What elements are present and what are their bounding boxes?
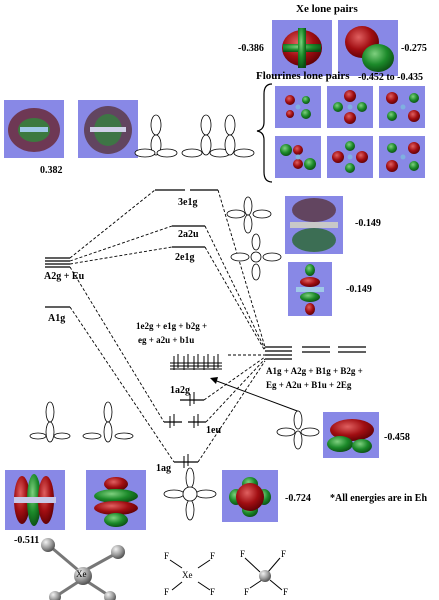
right-irrep-line2: Eg + A2u + B1u + 2Eg	[266, 380, 352, 390]
p-orbital-schematic-right	[226, 196, 282, 281]
orbital-plot-0511	[5, 470, 65, 530]
f-atom-label-8: F	[283, 587, 289, 597]
center-irrep-line2: eg + a2u + b1u	[138, 335, 195, 345]
homo-minus-orbital-plots	[285, 196, 343, 316]
energy-0458: -0.458	[384, 432, 410, 443]
center-irrep-line1: 1e2g + e1g + b2g +	[136, 321, 208, 331]
xe-lone-pair-orbital-1	[272, 20, 332, 76]
f-atom-label-7: F	[244, 587, 250, 597]
f-atom-label-6: F	[281, 549, 287, 559]
p-orbital-schematic-bottom	[29, 401, 217, 521]
energy-0511: -0.511	[14, 535, 40, 546]
energy-0149-bottom: -0.149	[346, 284, 372, 295]
left-group-a2g-eu: A2g + Eu	[44, 271, 85, 282]
f-atom-label-5: F	[240, 549, 246, 559]
lumo-orbital-plots	[4, 100, 138, 158]
lone-pair-brace	[256, 83, 273, 183]
right-irrep-line1: A1g + A2g + B1g + B2g +	[266, 366, 363, 376]
level-1a2g: 1a2g	[170, 385, 190, 396]
f-lp-range: -0.452 to -0.435	[358, 72, 423, 83]
energy-0149-top: -0.149	[355, 218, 381, 229]
f-atom-label-2: F	[210, 551, 216, 561]
xe-lone-pair-orbital-2	[338, 20, 398, 76]
xe-atom-label-2: Xe	[182, 570, 193, 580]
fluorine-lone-pair-orbitals	[275, 86, 425, 178]
level-2e1g: 2e1g	[175, 252, 195, 263]
energy-0724: -0.724	[285, 493, 311, 504]
orbital-plot-0458	[323, 412, 379, 458]
xe-lp-energy-left: -0.386	[238, 43, 264, 54]
level-3e1g: 3e1g	[178, 197, 198, 208]
f-lone-pairs-title: Flourines lone pairs	[256, 70, 350, 82]
electron-pairs	[169, 354, 222, 468]
f-atom-label-3: F	[164, 587, 170, 597]
level-2a2u: 2a2u	[178, 229, 199, 240]
xef4-ball-and-stick	[41, 538, 125, 600]
orbital-plot-0724	[222, 470, 278, 522]
xe-lp-energy-right: -0.275	[401, 43, 427, 54]
xe-atom-label-1: Xe	[76, 569, 87, 579]
xe-lone-pairs-title: Xe lone pairs	[296, 3, 358, 15]
energy-0382: 0.382	[40, 165, 63, 176]
energy-levels	[45, 189, 366, 463]
p-orbital-schematic-0458	[276, 410, 320, 450]
f-atom-label-4: F	[210, 587, 216, 597]
pointer-arrow	[210, 377, 301, 413]
correlation-lines	[69, 189, 266, 463]
orbital-plot-bottom-center	[86, 470, 146, 530]
level-1eu: 1eu	[206, 425, 221, 436]
f-atom-label-1: F	[164, 551, 170, 561]
level-1ag: 1ag	[156, 463, 171, 474]
left-group-a1g: A1g	[48, 313, 66, 324]
p-orbital-schematic-top	[134, 114, 255, 158]
xef4-structure-seesaw	[244, 557, 283, 591]
units-note: *All energies are in Eh	[330, 493, 428, 504]
xef4-structure-skeletal	[169, 559, 211, 591]
